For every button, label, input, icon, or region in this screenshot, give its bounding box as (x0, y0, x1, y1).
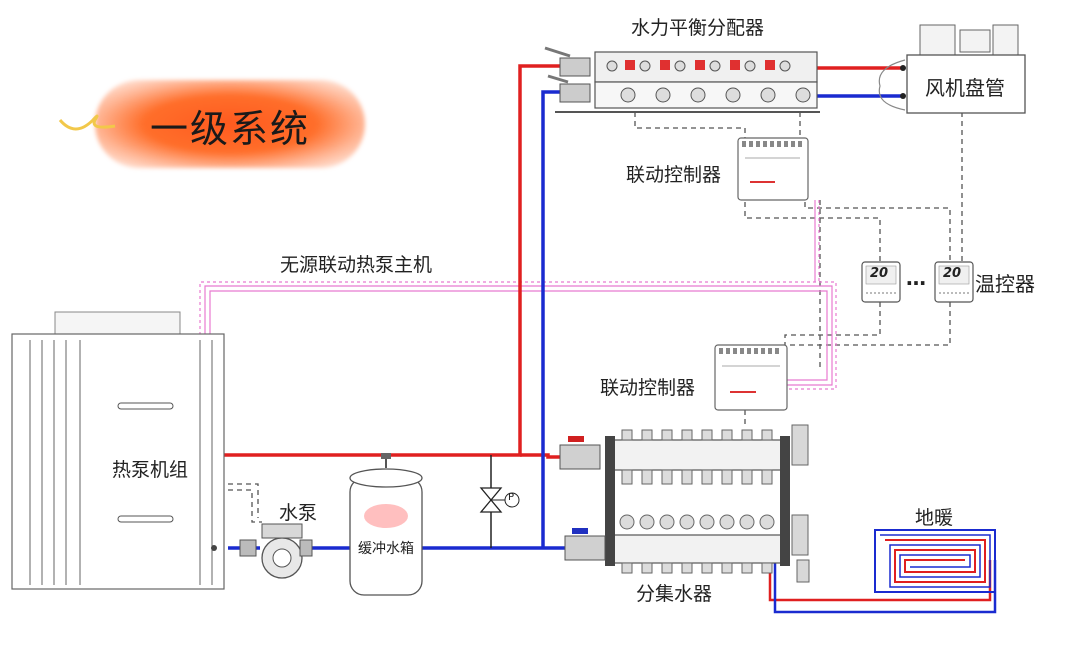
label-controller-mid: 联动控制器 (600, 377, 696, 399)
title-glow (95, 80, 365, 168)
label-controller-top: 联动控制器 (626, 164, 722, 186)
fan-coil-unit (878, 24, 1026, 114)
decor-swirl-icon (58, 114, 116, 131)
top-controller (737, 137, 809, 201)
collector-manifold (559, 424, 810, 583)
diagram-title: 一级系统 (150, 107, 311, 151)
mid-controller (714, 344, 788, 411)
label-fan-coil: 风机盘管 (925, 76, 1005, 100)
thermostat-2 (934, 261, 974, 303)
label-manifold-top: 水力平衡分配器 (631, 17, 765, 39)
valve-mark: P (508, 492, 515, 503)
label-collector: 分集水器 (636, 583, 713, 605)
label-thermostat: 温控器 (975, 272, 1035, 296)
label-heat-pump: 热泵机组 (112, 459, 189, 481)
thermostat-1-display: 20 (870, 266, 889, 281)
bypass-valve (479, 455, 520, 548)
heat-pump-unit (11, 311, 225, 590)
top-manifold (544, 46, 820, 113)
thermostat-1 (861, 261, 901, 303)
buffer-tank (349, 453, 423, 596)
label-floor-heating: 地暖 (915, 507, 954, 529)
thermostat-2-display: 20 (943, 266, 962, 281)
control-wires (228, 112, 963, 523)
floor-heating-coil (874, 529, 996, 593)
signal-wire (199, 200, 837, 390)
water-pump (239, 523, 313, 579)
label-passive-link: 无源联动热泵主机 (280, 254, 433, 276)
thermostat-ellipsis: … (906, 266, 926, 290)
label-water-pump: 水泵 (279, 502, 318, 524)
label-buffer-tank: 缓冲水箱 (358, 541, 414, 557)
